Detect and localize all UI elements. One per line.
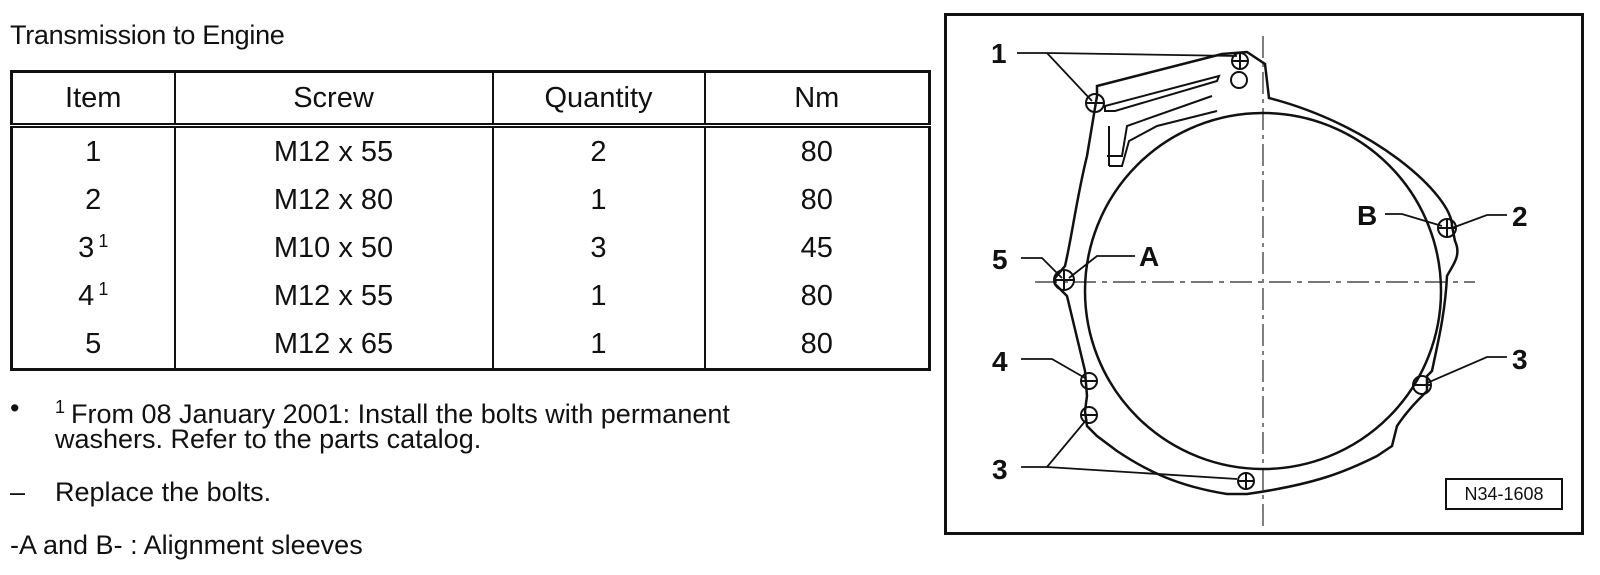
bolt-holes [1053, 52, 1457, 490]
callout-label-1: 1 [991, 38, 1007, 69]
alignment-sleeves-note: -A and B- : Alignment sleeves [10, 530, 363, 560]
callout-label-3-right: 3 [1512, 344, 1528, 375]
housing-outline [1053, 50, 1459, 496]
cell-screw: M12 x 55 [174, 125, 494, 176]
column-header-screw: Screw [174, 71, 494, 128]
callout-label-b: B [1357, 200, 1377, 231]
item-number: 3 [78, 232, 95, 264]
column-header-quantity: Quantity [492, 71, 706, 128]
footnote-mark: 1 [55, 397, 66, 417]
cell-screw: M10 x 50 [174, 224, 494, 272]
callout-label-4: 4 [992, 346, 1008, 377]
cell-quantity: 1 [492, 320, 706, 370]
footnote-bullet: • [10, 393, 20, 423]
cell-quantity: 1 [492, 176, 706, 224]
item-footnote-mark: 1 [98, 279, 109, 299]
table-header-row: Item Screw Quantity Nm [11, 71, 930, 128]
cell-item: 1 [11, 125, 176, 176]
cell-nm: 80 [800, 135, 833, 168]
cell-screw: M12 x 65 [174, 320, 494, 370]
callout-label-3-bottom: 3 [992, 454, 1008, 485]
cell-item: 2 [11, 176, 176, 224]
item-number: 5 [85, 327, 102, 360]
leader-lines [1017, 52, 1507, 480]
item-footnote-mark: 1 [98, 231, 109, 251]
cell-item: 5 [11, 320, 176, 370]
top-boss [1230, 71, 1248, 89]
item-number: 4 [78, 280, 95, 312]
callout-label-a: A [1139, 241, 1159, 272]
footnote-line-2: washers. Refer to the parts catalog. [55, 424, 482, 454]
cell-nm: 80 [800, 183, 833, 216]
housing-rib [1108, 110, 1218, 167]
cell-quantity: 2 [492, 125, 706, 176]
cell-screw: M12 x 55 [174, 272, 494, 320]
page-title: Transmission to Engine [10, 20, 285, 50]
housing-pocket [1104, 74, 1221, 157]
bolt-location-diagram: 1 2 B 5 A 4 3 3 N34-1608 [944, 13, 1584, 535]
column-header-nm: Nm [704, 71, 930, 128]
footnote-text-1: From 08 January 2001: Install the bolts … [71, 399, 730, 429]
callout-label-2: 2 [1512, 201, 1528, 232]
callout-label-5: 5 [992, 244, 1008, 275]
item-number: 2 [85, 183, 102, 216]
replace-dash: – [10, 477, 26, 507]
cell-nm: 80 [800, 327, 833, 360]
housing-drawing: 1 2 B 5 A 4 3 3 [991, 36, 1528, 528]
main-bore [1083, 111, 1443, 471]
replace-note: Replace the bolts. [55, 477, 272, 507]
cell-quantity: 1 [492, 272, 706, 320]
cell-quantity: 3 [492, 224, 706, 272]
cell-nm: 45 [800, 231, 833, 264]
column-header-item: Item [11, 71, 176, 128]
item-number: 1 [85, 135, 102, 168]
figure-code: N34-1608 [1445, 478, 1563, 510]
cell-screw: M12 x 80 [174, 176, 494, 224]
cell-nm: 80 [800, 279, 833, 312]
